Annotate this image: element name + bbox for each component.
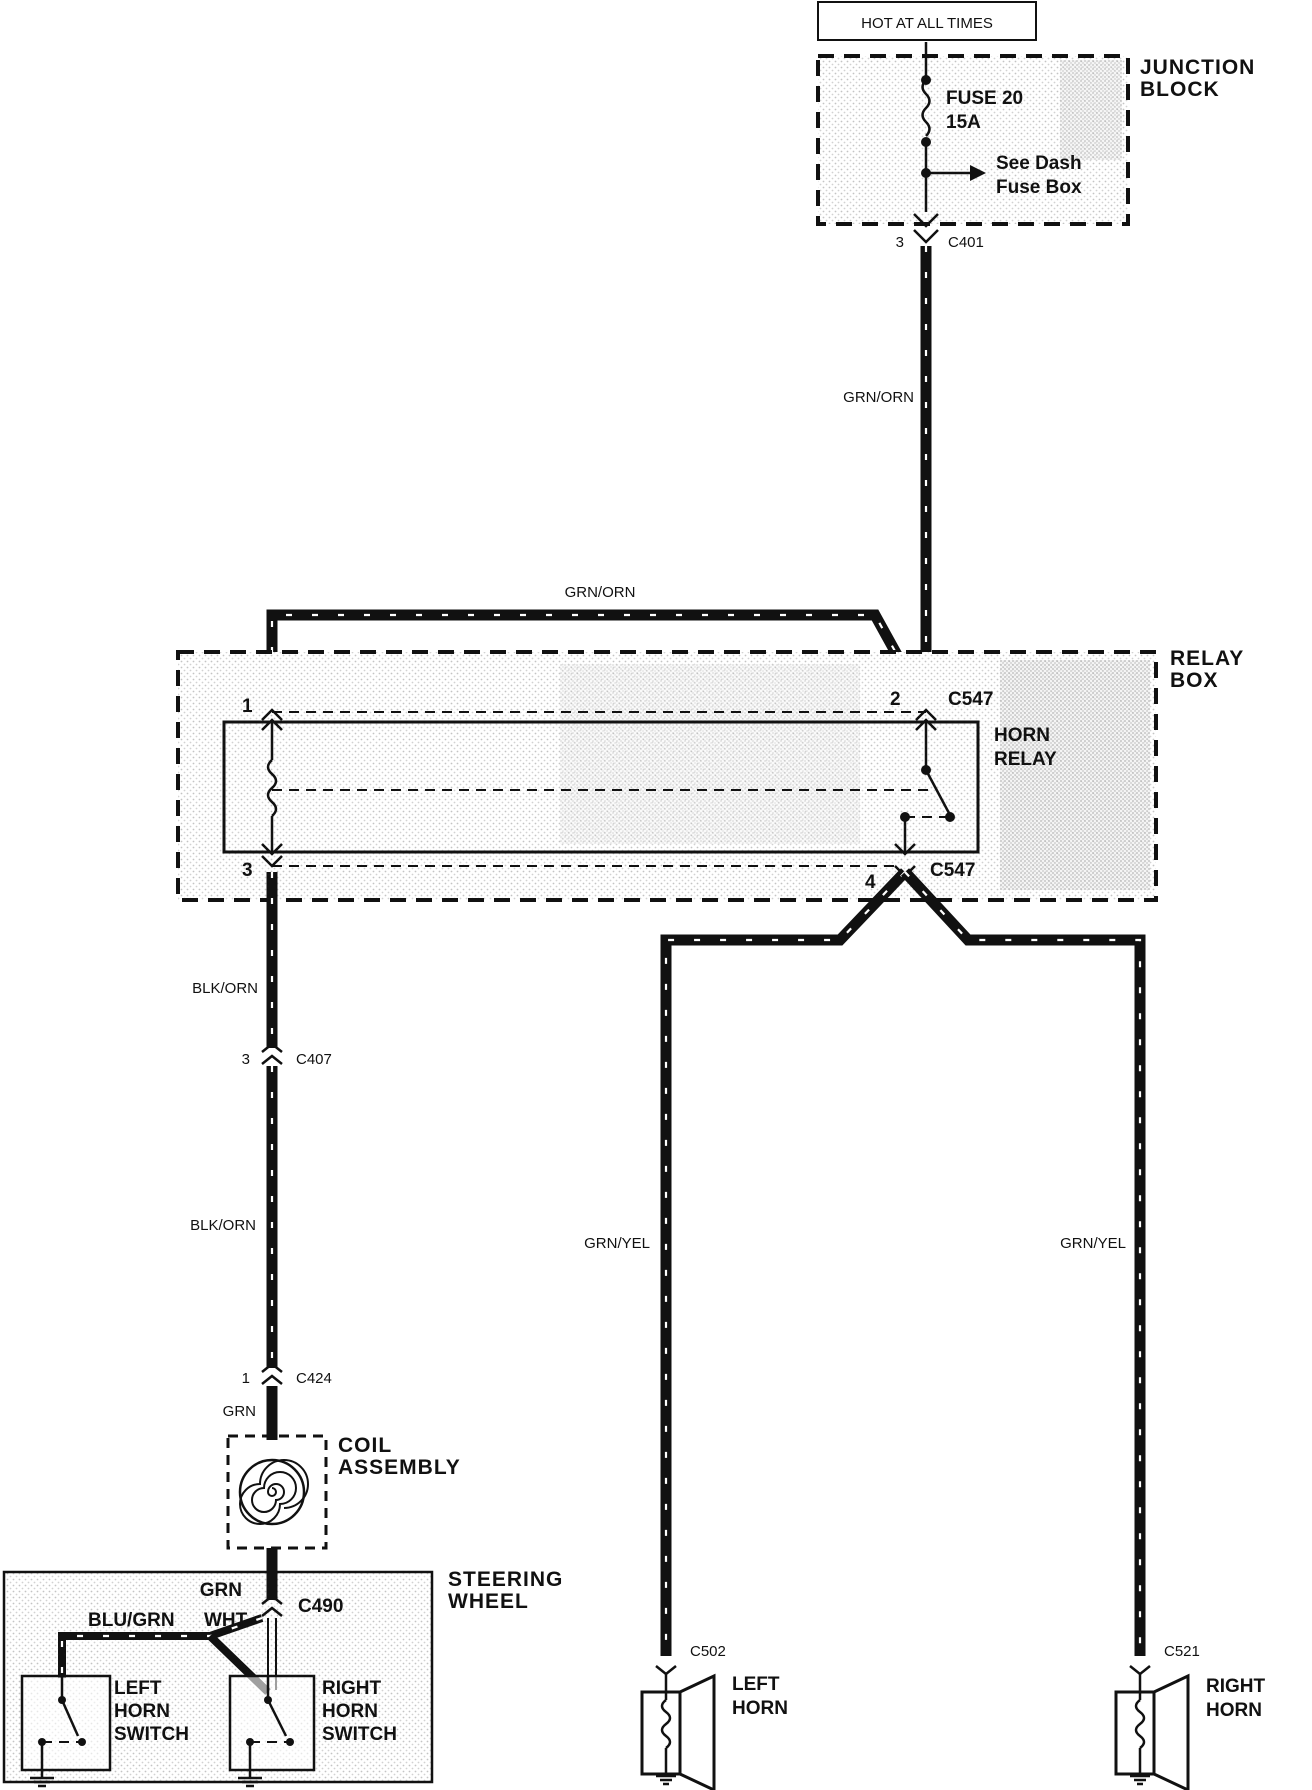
horn-icon [678, 1673, 716, 1790]
relay-box: RELAY BOX [176, 647, 1244, 902]
fuse-name: FUSE 20 [946, 88, 1023, 109]
left-horn-label-1: LEFT [732, 1674, 780, 1695]
relay-coil-icon [266, 759, 278, 817]
horn-relay: HORN RELAY [222, 720, 1057, 854]
c547-top-pin: 2 [890, 689, 901, 710]
connector-c424: 1 C424 [242, 1362, 332, 1387]
wire-grn-yel-right: GRN/YEL [900, 868, 1146, 1656]
fuse-20: FUSE 20 15A See Dash Fuse Box [921, 42, 1082, 212]
fuse-branch-1: See Dash [996, 153, 1082, 174]
svg-text:3: 3 [242, 860, 253, 881]
left-horn-switch[interactable]: LEFT HORN SWITCH [20, 1674, 189, 1772]
junction-block-label-2: BLOCK [1140, 78, 1220, 101]
connector-c490: C490 [261, 1594, 343, 1617]
wire-wht-label: WHT [204, 1610, 248, 1631]
power-source-label: HOT AT ALL TIMES [861, 15, 993, 32]
relay-pin-1: 1 [242, 696, 283, 731]
relay-contact-icon [924, 769, 952, 816]
right-horn-switch-label-3: SWITCH [322, 1724, 397, 1745]
coil-spiral-icon [239, 1459, 309, 1525]
coil-assembly: COIL ASSEMBLY [226, 1434, 461, 1550]
coil-assembly-label-2: ASSEMBLY [338, 1456, 461, 1479]
left-horn-switch-label-3: SWITCH [114, 1724, 189, 1745]
c424-name: C424 [296, 1370, 332, 1387]
c424-pin: 1 [242, 1370, 250, 1387]
wire-blk-orn-upper: BLK/ORN [192, 872, 278, 1048]
connector-c407: 3 C407 [242, 1042, 332, 1068]
wire-grn-yel-right-label: GRN/YEL [1060, 1235, 1126, 1252]
fuse-rating: 15A [946, 112, 981, 133]
c407-pin: 3 [242, 1051, 250, 1068]
junction-block-label-1: JUNCTION [1140, 56, 1255, 79]
relay-pin-4: 4 C547 [865, 843, 975, 893]
switch-contact-icon [266, 1699, 288, 1737]
c547-bottom-pin: 4 [865, 872, 876, 893]
arrow-right-icon [970, 165, 986, 181]
steering-wheel-label-2: WHEEL [448, 1590, 529, 1613]
junction-block: JUNCTION BLOCK [816, 54, 1255, 226]
c547-bottom-name: C547 [930, 860, 975, 881]
right-horn-switch-label-2: HORN [322, 1701, 378, 1722]
switch-contact-icon [60, 1699, 80, 1737]
wire-grn-coil-out: GRN [200, 1548, 278, 1601]
relay-box-label-2: BOX [1170, 669, 1219, 692]
wire-blk-orn-lower: BLK/ORN [190, 1066, 278, 1368]
right-horn: RIGHT HORN [1114, 1673, 1266, 1790]
left-horn-switch-label-2: HORN [114, 1701, 170, 1722]
c547-top-name: C547 [948, 689, 993, 710]
left-horn-label-2: HORN [732, 1698, 788, 1719]
wire-blk-orn-lower-label: BLK/ORN [190, 1217, 256, 1234]
c401-name: C401 [948, 234, 984, 251]
c490-name: C490 [298, 1596, 343, 1617]
wire-feed-label: GRN/ORN [843, 389, 914, 406]
horn-relay-label-2: RELAY [994, 749, 1057, 770]
right-horn-switch-label-1: RIGHT [322, 1678, 382, 1699]
wire-feed-grn-orn: GRN/ORN [843, 246, 932, 705]
wire-grn-coil-out-label: GRN [200, 1580, 242, 1601]
relay-box-label-1: RELAY [1170, 647, 1244, 670]
connector-c401: 3 C401 [896, 213, 984, 251]
svg-text:1: 1 [242, 696, 253, 717]
fuse-branch-2: Fuse Box [996, 177, 1082, 198]
wire-jumper-label: GRN/ORN [565, 584, 636, 601]
steering-wheel-label-1: STEERING [448, 1568, 563, 1591]
wire-blu-grn: BLU/GRN [58, 1610, 271, 1695]
ground-icon [30, 1770, 54, 1788]
right-horn-label-2: HORN [1206, 1700, 1262, 1721]
wire-grn-yel-left-label: GRN/YEL [584, 1235, 650, 1252]
power-source-box: HOT AT ALL TIMES [817, 1, 1037, 41]
c521-name: C521 [1164, 1643, 1200, 1660]
wire-grn-yel-left: GRN/YEL [584, 868, 909, 1656]
c401-pin: 3 [896, 234, 904, 251]
relay-pin-3: 3 [242, 843, 283, 881]
horn-icon [1152, 1673, 1190, 1790]
coil-assembly-label-1: COIL [338, 1434, 392, 1457]
wire-blk-orn-upper-label: BLK/ORN [192, 980, 258, 997]
horn-relay-label-1: HORN [994, 725, 1050, 746]
ground-icon [238, 1770, 262, 1788]
right-horn-label-1: RIGHT [1206, 1676, 1266, 1697]
wire-grn-coil-in: GRN [223, 1386, 278, 1440]
right-horn-switch[interactable]: RIGHT HORN SWITCH [228, 1674, 397, 1772]
left-horn-switch-label-1: LEFT [114, 1678, 162, 1699]
left-horn: LEFT HORN [640, 1673, 788, 1790]
relay-pin-2: 2 C547 [890, 689, 993, 731]
c407-name: C407 [296, 1051, 332, 1068]
c502-name: C502 [690, 1643, 726, 1660]
wire-grn-coil-in-label: GRN [223, 1403, 256, 1420]
wire-blu-grn-label: BLU/GRN [88, 1610, 175, 1631]
